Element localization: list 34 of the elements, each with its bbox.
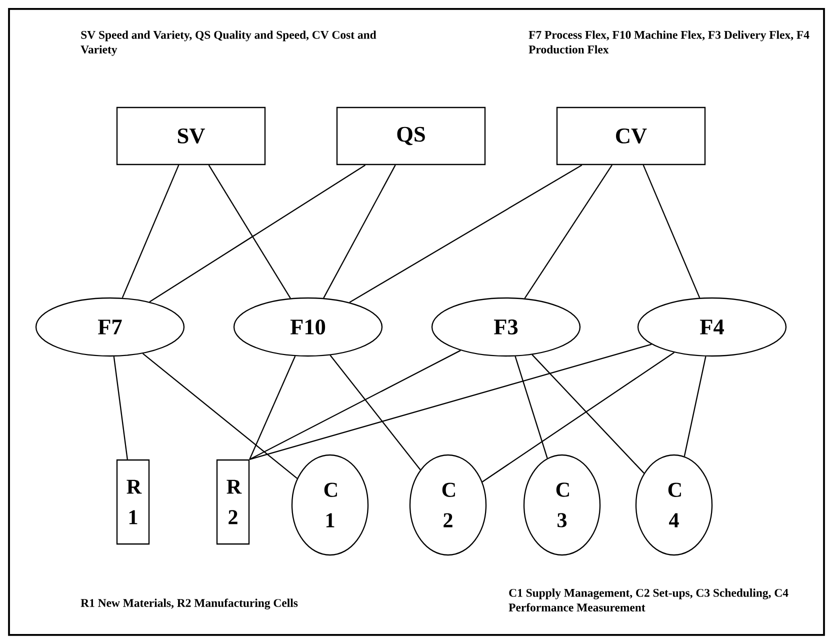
connector-line [113,356,128,460]
ellipse-node: C 2 [409,454,487,556]
legend-note: F7 Process Flex, F10 Machine Flex, F3 Delivery Flex, F4 Production Flex [528,30,810,54]
connector-line [349,164,582,303]
connector-line [122,164,180,298]
connector-line [208,164,291,299]
ellipse-node: F10 [233,297,383,357]
ellipse-node: F3 [431,297,581,357]
ellipse-node: C 3 [523,454,601,556]
connector-line [524,164,612,299]
legend-note: SV Speed and Variety, QS Quality and Speed, CV Cost and Variety [80,30,376,56]
connector-line [249,350,461,460]
process-box: SV [116,106,266,166]
ellipse-node: F4 [637,297,787,357]
ellipse-node: F7 [35,297,185,357]
connector-line [514,356,548,458]
connector-line [642,164,700,298]
process-box: R 1 [116,459,150,545]
connector-line [249,356,296,460]
connector-line [532,354,644,474]
connector-line [149,164,366,302]
process-box: R 2 [216,459,250,545]
connector-line [482,352,675,482]
legend-note: R1 New Materials, R2 Manufacturing Cells [80,598,298,610]
process-box: QS [336,106,486,166]
connector-line [142,353,298,479]
ellipse-node: C 4 [635,454,713,556]
connector-line [330,354,421,470]
process-box: CV [556,106,706,166]
ellipse-node: C 1 [291,454,369,556]
connector-line [684,356,706,456]
legend-note: C1 Supply Management, C2 Set-ups, C3 Scheduling, C4 Performance Measurement [508,588,788,612]
connector-line [323,164,396,298]
connector-line [249,344,652,460]
